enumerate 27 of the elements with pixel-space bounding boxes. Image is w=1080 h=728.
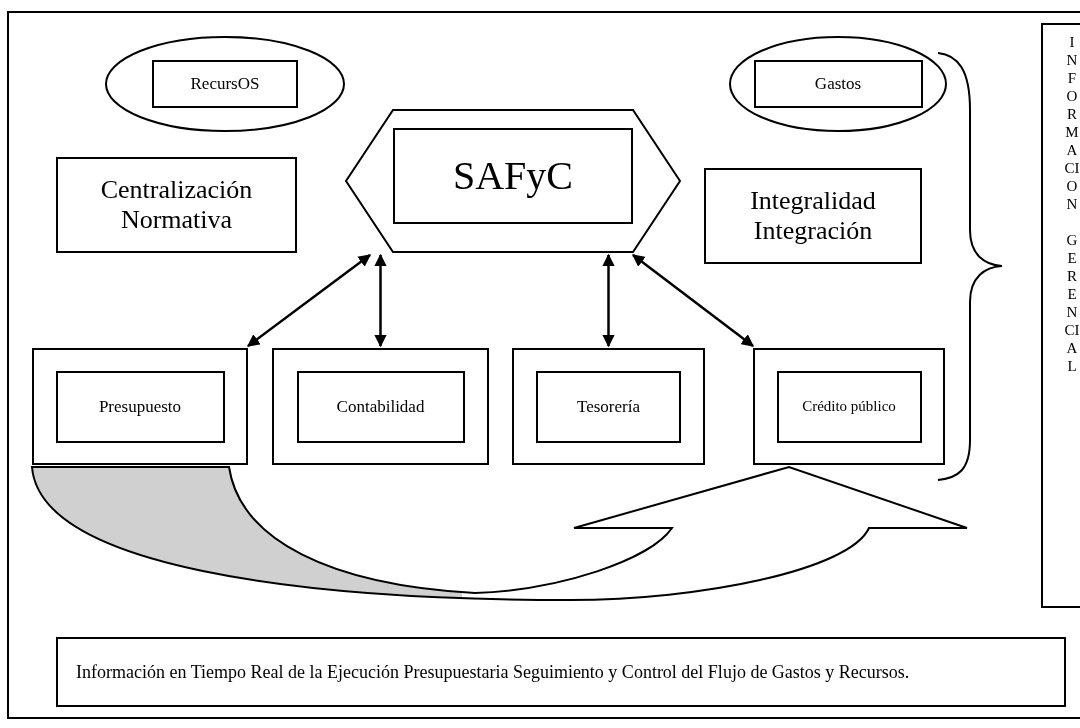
text-box	[296, 370, 465, 443]
curved-block-arrow	[31, 466, 968, 601]
double-arrow	[374, 253, 387, 348]
text-box	[56, 637, 1066, 707]
node-label: SAFyC	[452, 153, 574, 199]
node-label: Presupuesto	[98, 396, 182, 417]
node-label: Gastos	[814, 74, 862, 94]
text-box	[776, 370, 922, 443]
node-label: Contabilidad	[336, 396, 425, 417]
node-label: Crédito público	[802, 397, 896, 416]
node-label: RecursOS	[190, 74, 260, 94]
node-label: Información en Tiempo Real de la Ejecución Presupuestaria Seguimiento y Control del Flujo de Gastos y Recursos.	[76, 661, 910, 683]
text-box	[536, 370, 681, 443]
vertical-label: INFORMACION	[1064, 33, 1080, 213]
double-arrow	[602, 253, 615, 348]
text-box	[753, 60, 923, 108]
text-box	[56, 157, 297, 253]
node-label: Integralidad Integración	[749, 186, 877, 246]
vertical-label: GERENCIAL	[1064, 231, 1080, 375]
node-label: Tesorería	[577, 396, 640, 417]
double-arrow	[247, 254, 371, 347]
text-box	[55, 370, 225, 443]
text-box	[704, 168, 922, 264]
text-box	[393, 128, 633, 224]
node-label: Centralización Normativa	[99, 175, 254, 235]
double-arrow	[632, 254, 754, 347]
text-box	[152, 60, 298, 108]
